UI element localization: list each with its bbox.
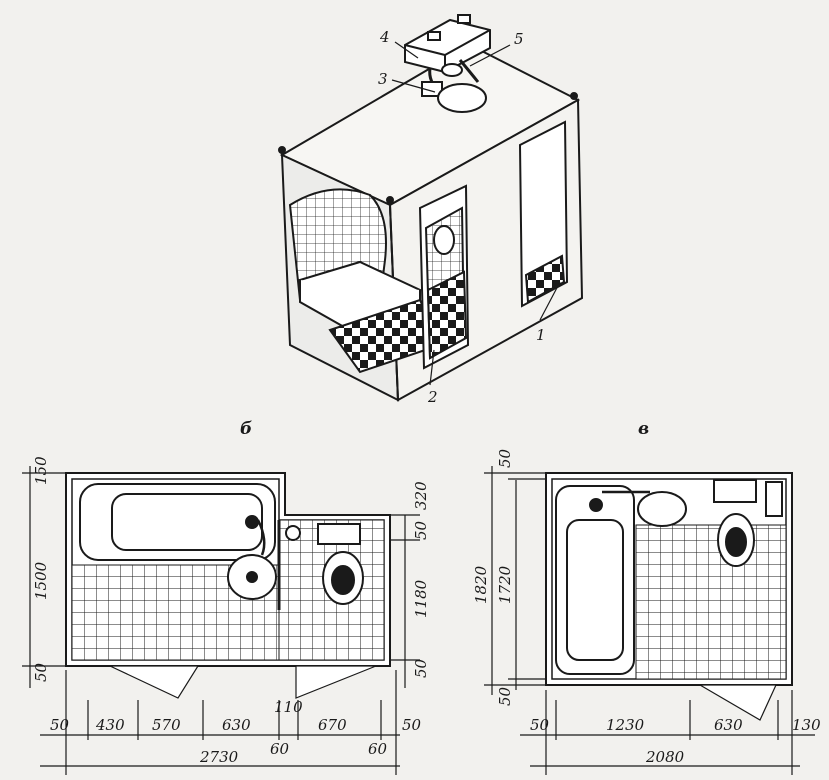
plan-v-dim-left-0: 50 xyxy=(496,448,514,468)
plan-b-dim-bottom-0: 50 xyxy=(50,716,70,734)
plan-b-dim-right-1: 50 xyxy=(412,520,430,540)
plan-v-dim-bottom-2: 630 xyxy=(714,716,743,734)
plan-v-label: в xyxy=(638,419,649,439)
callout-2: 2 xyxy=(427,388,438,406)
plan-b-dim-right-2: 1180 xyxy=(412,579,430,618)
plan-b-dim-sub-1: 60 xyxy=(368,740,388,758)
plan-v-dim-bottom-3: 130 xyxy=(792,716,821,734)
plan-b xyxy=(65,472,391,699)
plan-v-dimension-lines xyxy=(484,466,815,775)
callout-4: 4 xyxy=(379,28,390,46)
plan-b-dimension-lines xyxy=(22,466,420,775)
plan-b-label: б xyxy=(240,419,252,439)
plan-b-dimension-labels: 50 430 570 630 110 670 50 60 60 2730 150… xyxy=(32,456,430,766)
plan-v-dim-left-2: 1720 xyxy=(496,565,514,604)
plan-b-dim-left-2: 50 xyxy=(32,662,50,682)
plan-v xyxy=(545,472,793,721)
plan-v-dim-left-1: 1820 xyxy=(472,565,490,604)
plan-v-dim-overall: 2080 xyxy=(645,748,685,766)
plan-v-dim-bottom-0: 50 xyxy=(530,716,550,734)
plan-b-dim-bottom-6: 50 xyxy=(402,716,422,734)
plan-b-dim-right-0: 320 xyxy=(412,481,430,510)
plan-b-dim-sub-0: 60 xyxy=(270,740,290,758)
callout-1: 1 xyxy=(536,326,546,344)
callout-leaders xyxy=(391,41,561,386)
plan-b-dim-left-1: 1500 xyxy=(32,561,50,600)
isometric-cabin xyxy=(278,14,584,402)
plan-v-cistern xyxy=(713,479,757,503)
plan-v-dim-left-3: 50 xyxy=(496,686,514,706)
plan-b-dim-bottom-5: 670 xyxy=(318,716,347,734)
plan-b-dim-bottom-2: 570 xyxy=(152,716,181,734)
callout-3: 3 xyxy=(378,70,388,88)
plan-b-dim-left-0: 150 xyxy=(32,456,50,485)
plan-b-dim-overall: 2730 xyxy=(199,748,239,766)
plan-v-floor xyxy=(635,524,787,680)
plan-b-dim-bottom-1: 430 xyxy=(95,716,125,734)
plan-v-dimension-labels: 50 1230 630 130 2080 50 1820 1720 50 xyxy=(472,448,821,766)
plan-b-dim-right-3: 50 xyxy=(412,658,430,678)
plan-b-dim-bottom-3: 630 xyxy=(222,716,251,734)
plan-v-dim-bottom-1: 1230 xyxy=(606,716,645,734)
callout-5: 5 xyxy=(514,30,524,48)
plan-b-dim-bottom-4: 110 xyxy=(274,698,303,716)
plan-b-cistern xyxy=(317,523,361,545)
callout-labels: 1 2 3 4 5 xyxy=(378,28,546,406)
plan-v-washbasin xyxy=(637,491,687,527)
roof-cistern xyxy=(404,18,491,74)
